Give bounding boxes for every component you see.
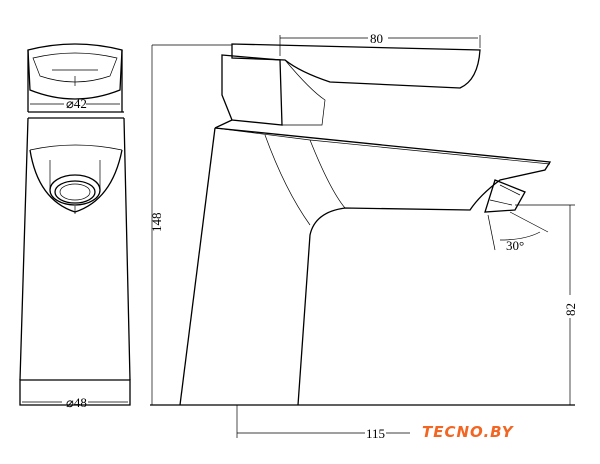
- spout-angle-label: 30°: [506, 238, 524, 253]
- front-base-diameter-label: ⌀48: [66, 395, 87, 410]
- spout-height-label: 82: [563, 303, 578, 316]
- tecno-by-logo: TECNO.BY: [422, 423, 514, 441]
- handle-length-label: 80: [370, 31, 383, 46]
- spout-reach-label: 115: [366, 426, 385, 441]
- total-height-label: 148: [149, 213, 164, 233]
- side-view: [150, 35, 575, 438]
- front-top-diameter-label: ⌀42: [66, 96, 87, 111]
- front-view: [19, 43, 131, 406]
